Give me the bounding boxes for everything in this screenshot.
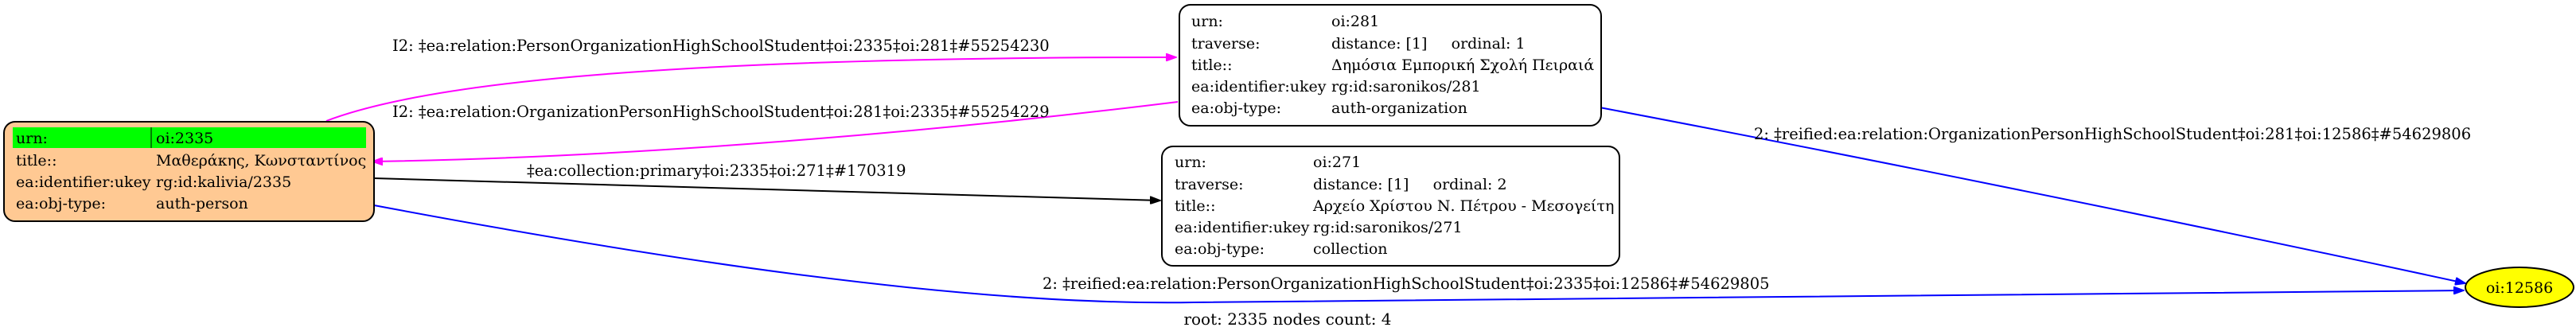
collection-traverse-key: traverse: bbox=[1175, 176, 1244, 193]
edge-person-to-collection bbox=[373, 177, 1160, 201]
root-objtype-value: auth-person bbox=[156, 195, 248, 212]
node-org-281[interactable]: urn: oi:281 traverse: distance: [1] ordi… bbox=[1179, 4, 1602, 127]
root-ukey-value: rg:id:kalivia/2335 bbox=[156, 173, 291, 191]
edge-org-to-person bbox=[372, 101, 1179, 162]
target-label: oi:12586 bbox=[2486, 279, 2553, 297]
collection-objtype-key: ea:obj-type: bbox=[1175, 240, 1265, 258]
node-root-person[interactable]: urn: oi:2335 title:: Μαθεράκης, Κωνσταντ… bbox=[3, 121, 375, 222]
org-objtype-key: ea:obj-type: bbox=[1191, 99, 1281, 117]
edge-org-to-target bbox=[1599, 107, 2465, 283]
org-urn-value: oi:281 bbox=[1331, 13, 1379, 30]
root-objtype-key: ea:obj-type: bbox=[16, 195, 106, 212]
org-traverse-value: distance: [1] ordinal: 1 bbox=[1331, 35, 1526, 53]
node-collection-271[interactable]: urn: oi:271 traverse: distance: [1] ordi… bbox=[1161, 146, 1620, 267]
org-ukey-value: rg:id:saronikos/281 bbox=[1331, 78, 1481, 95]
edge-label-person-to-target: 2: ‡reified:ea:relation:PersonOrganizati… bbox=[1042, 275, 1770, 293]
node-target-12586[interactable]: oi:12586 bbox=[2465, 267, 2574, 308]
org-traverse-key: traverse: bbox=[1191, 35, 1261, 53]
graph-footer: root: 2335 nodes count: 4 bbox=[1183, 310, 1391, 329]
org-title-value: Δημόσια Εμπορική Σχολή Πειραιά bbox=[1331, 56, 1594, 74]
edge-person-to-org bbox=[325, 57, 1176, 122]
collection-objtype-value: collection bbox=[1313, 240, 1388, 258]
org-objtype-value: auth-organization bbox=[1331, 99, 1467, 117]
root-urn-value: oi:2335 bbox=[156, 130, 213, 147]
collection-urn-value: oi:271 bbox=[1313, 154, 1361, 171]
org-title-key: title:: bbox=[1191, 56, 1232, 74]
root-header-highlight bbox=[13, 127, 366, 148]
root-title-key: title:: bbox=[16, 152, 57, 169]
edge-label-org-to-person: I2: ‡ea:relation:OrganizationPersonHighS… bbox=[392, 103, 1050, 121]
collection-title-key: title:: bbox=[1175, 197, 1215, 215]
org-urn-key: urn: bbox=[1191, 13, 1223, 30]
collection-title-value: Αρχείο Χρίστου Ν. Πέτρου - Μεσογείτη bbox=[1312, 197, 1614, 215]
edge-label-person-to-collection: ‡ea:collection:primary‡oi:2335‡oi:271‡#1… bbox=[527, 162, 906, 180]
collection-urn-key: urn: bbox=[1175, 154, 1206, 171]
root-title-value: Μαθεράκης, Κωνσταντίνος bbox=[156, 152, 366, 169]
root-ukey-key: ea:identifier:ukey bbox=[16, 173, 151, 191]
collection-ukey-key: ea:identifier:ukey bbox=[1175, 219, 1310, 236]
collection-ukey-value: rg:id:saronikos/271 bbox=[1313, 219, 1463, 236]
collection-traverse-value: distance: [1] ordinal: 2 bbox=[1313, 176, 1507, 193]
root-urn-key: urn: bbox=[16, 130, 48, 147]
org-ukey-key: ea:identifier:ukey bbox=[1191, 78, 1327, 95]
edge-label-org-to-target: 2: ‡reified:ea:relation:OrganizationPers… bbox=[1754, 125, 2471, 143]
edge-label-person-to-org: I2: ‡ea:relation:PersonOrganizationHighS… bbox=[392, 37, 1050, 55]
